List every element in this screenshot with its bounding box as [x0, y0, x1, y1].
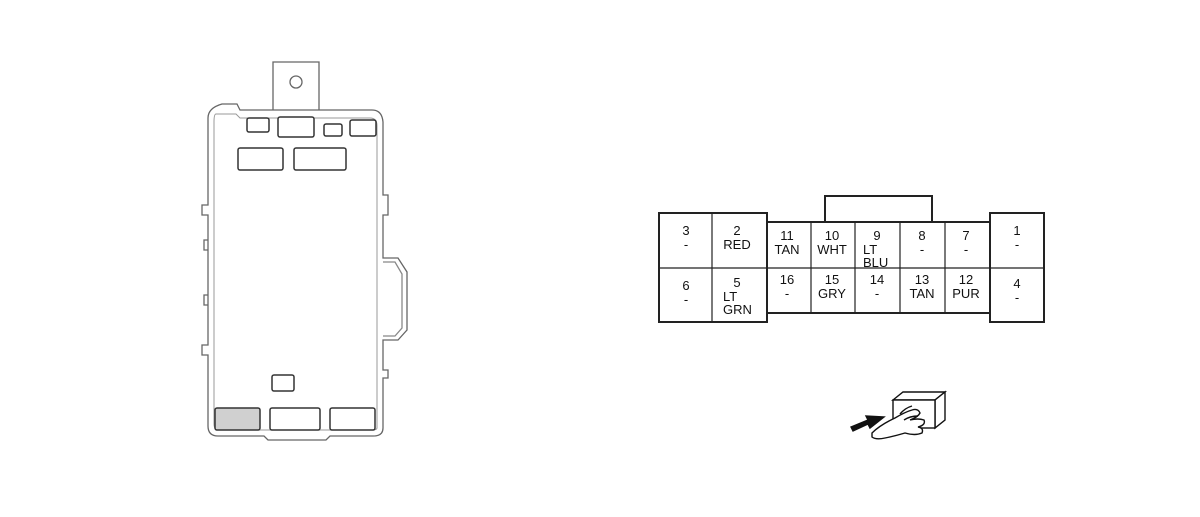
side-lug	[383, 261, 403, 337]
pin-wire-color: -	[1015, 290, 1019, 305]
pin-wire-color: TAN	[774, 242, 799, 257]
pin-number: 10	[825, 228, 839, 243]
pin-cell-7: 7-	[962, 228, 969, 257]
pin-number: 4	[1013, 276, 1020, 291]
socket-top-2	[277, 116, 315, 138]
socket-lower-small	[271, 374, 295, 392]
pin-number: 3	[682, 223, 689, 238]
pin-number: 14	[870, 272, 884, 287]
socket-bottom-3	[329, 407, 376, 431]
socket-row2-1	[237, 147, 284, 171]
pin-cell-14: 14-	[870, 272, 884, 301]
pin-wire-color: -	[964, 242, 968, 257]
pin-number: 9	[873, 228, 880, 243]
socket-row2-2	[293, 147, 347, 171]
pin-number: 6	[682, 278, 689, 293]
pin-wire-color: -	[875, 286, 879, 301]
connector-face	[658, 195, 1045, 323]
pin-number: 12	[959, 272, 973, 287]
pin-number: 2	[733, 223, 740, 238]
junction-block-sockets	[214, 116, 377, 431]
socket-top-4	[349, 119, 377, 137]
connector-latch	[824, 195, 933, 222]
pin-wire-color: WHT	[817, 242, 847, 257]
pin-wire-color: PUR	[952, 286, 979, 301]
pin-number: 5	[733, 275, 740, 290]
mounting-tab	[272, 61, 320, 110]
socket-bottom-2	[269, 407, 321, 431]
socket-top-3	[323, 123, 343, 137]
pin-wire-color: -	[1015, 237, 1019, 252]
socket-highlighted	[214, 407, 261, 431]
pin-cell-16: 16-	[780, 272, 794, 301]
pin-cell-4: 4-	[1013, 276, 1020, 305]
junction-block-body	[201, 103, 408, 441]
left-notch-2	[203, 294, 208, 306]
pin-number: 8	[918, 228, 925, 243]
left-notch-1	[203, 239, 208, 251]
mounting-hole	[289, 75, 303, 89]
pin-number: 11	[780, 228, 794, 243]
pin-wire-color: GRY	[818, 286, 846, 301]
pin-number: 13	[915, 272, 929, 287]
pin-cell-8: 8-	[918, 228, 925, 257]
pin-number: 15	[825, 272, 839, 287]
pin-number: 7	[962, 228, 969, 243]
pin-cell-3: 3-	[682, 223, 689, 252]
hand-pointing-connector-icon	[850, 390, 947, 440]
pin-wire-color: -	[920, 242, 924, 257]
pin-wire-color: TAN	[909, 286, 934, 301]
pin-cell-6: 6-	[682, 278, 689, 307]
pin-wire-color: RED	[723, 237, 750, 252]
pin-cell-1: 1-	[1013, 223, 1020, 252]
socket-top-1	[246, 117, 270, 133]
pin-wire-color: -	[684, 292, 688, 307]
pin-wire-color: -	[684, 237, 688, 252]
pin-wire-color: -	[785, 286, 789, 301]
pin-number: 1	[1013, 223, 1020, 238]
pin-number: 16	[780, 272, 794, 287]
